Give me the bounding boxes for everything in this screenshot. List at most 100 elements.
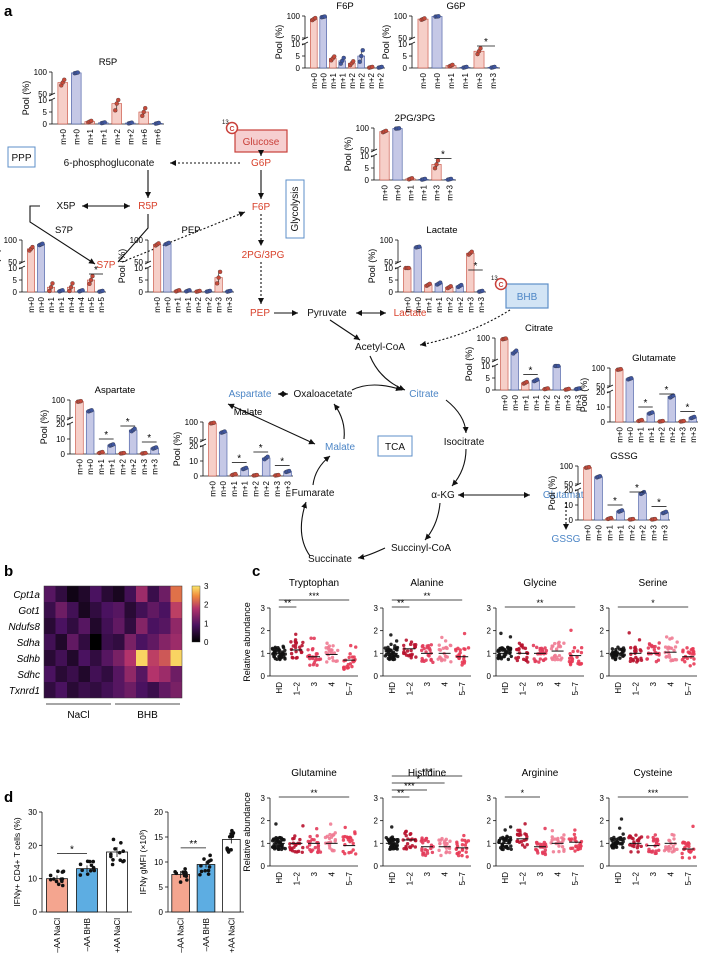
data-point [80, 868, 84, 873]
x-tick-label: m+0 [403, 296, 412, 312]
data-point [298, 645, 302, 649]
y-tick-label: 1 [374, 839, 379, 848]
data-point [651, 835, 655, 840]
x-tick-label: +AA NaCl [113, 918, 122, 953]
data-point [509, 844, 513, 848]
x-tick-label: m+3 [689, 426, 698, 442]
data-point [553, 837, 557, 841]
data-point [692, 662, 696, 666]
colorbar-tick-label: 3 [204, 582, 209, 591]
x-tick-label: m+5 [87, 296, 96, 312]
data-point [611, 656, 615, 660]
data-point [498, 648, 502, 653]
heatmap-cell [124, 602, 136, 618]
x-tick-label: m+0 [37, 296, 46, 312]
data-point [311, 646, 315, 651]
panel-title: Serine [639, 578, 668, 589]
y-tick-label: 20 [189, 442, 198, 451]
data-point [554, 647, 559, 651]
panel-title: Glutamine [291, 768, 337, 779]
x-tick-label: 4 [441, 871, 450, 876]
data-point [183, 867, 187, 871]
data-point [688, 664, 692, 668]
data-point [608, 515, 614, 521]
data-point [614, 845, 619, 850]
significance-label: * [521, 788, 525, 798]
y-tick-label: 1 [487, 649, 492, 658]
data-point [349, 643, 353, 648]
y-tick-label: 50 [481, 356, 490, 365]
y-axis-label: Pool (%) [464, 347, 474, 382]
y-tick-label: 5 [296, 52, 301, 61]
data-point [217, 269, 223, 274]
y-tick-label: 10 [481, 362, 490, 371]
y-tick-label: 10 [291, 40, 300, 49]
x-tick-label: m+1 [97, 458, 106, 474]
y-tick-label: 0 [139, 288, 144, 297]
data-point [396, 839, 400, 843]
y-axis-label: Pool (%) [547, 476, 557, 511]
data-point [166, 240, 172, 245]
data-point [660, 418, 665, 424]
y-tick-label: 20 [28, 841, 37, 850]
node-glutamate: Glutamate [543, 490, 590, 501]
axis-break-mark [48, 92, 56, 97]
x-tick-label: m+2 [542, 394, 551, 410]
significance-label: *** [648, 788, 659, 798]
data-point [631, 836, 635, 841]
data-point [288, 842, 292, 846]
chart-title: S7P [55, 225, 73, 236]
heatmap-cell [136, 682, 148, 698]
data-point [687, 849, 691, 854]
data-point [616, 645, 620, 649]
data-point [666, 647, 670, 651]
data-point [637, 638, 642, 642]
data-point [395, 847, 399, 851]
data-point [50, 281, 55, 286]
data-point [635, 845, 640, 850]
data-point [409, 640, 414, 644]
x-tick-label: m+1 [407, 184, 416, 200]
data-point [566, 386, 571, 392]
chart-title: G6P [446, 1, 465, 12]
data-point [687, 856, 692, 860]
data-point [233, 471, 238, 477]
heatmap-cell [44, 650, 56, 666]
x-tick-label: m+0 [414, 296, 423, 312]
y-tick-label: 0 [486, 386, 491, 395]
data-point [350, 664, 354, 669]
data-point [531, 643, 536, 648]
x-tick-label: m+1 [184, 296, 193, 312]
node-x5p: X5P [57, 201, 76, 212]
x-tick-label: m+0 [27, 296, 36, 312]
data-point [129, 120, 134, 125]
x-tick-label: HD [501, 682, 510, 694]
data-point [576, 649, 580, 653]
arrow-bhb-acetyl [419, 309, 511, 347]
data-point [208, 853, 212, 858]
data-point [443, 639, 448, 643]
isotope-icon-glucose [225, 121, 239, 135]
data-point [309, 849, 313, 853]
data-point [396, 126, 402, 131]
data-point [499, 657, 504, 661]
data-point [121, 849, 126, 854]
data-point [305, 845, 310, 849]
data-point [275, 657, 279, 661]
heatmap-cell [90, 650, 102, 666]
data-point [669, 659, 673, 663]
data-point [187, 288, 192, 293]
heatmap-row-label: Sdhb [17, 654, 41, 665]
data-point [619, 508, 625, 513]
data-point [654, 849, 658, 853]
data-point [520, 843, 525, 847]
heatmap-cell [113, 666, 125, 682]
x-tick-label: HD [275, 682, 284, 694]
x-tick-label: m+3 [489, 72, 498, 88]
axis-break-mark [199, 443, 207, 448]
data-point [281, 846, 285, 850]
data-point [306, 648, 310, 652]
data-point [691, 824, 695, 829]
bar [625, 378, 634, 423]
